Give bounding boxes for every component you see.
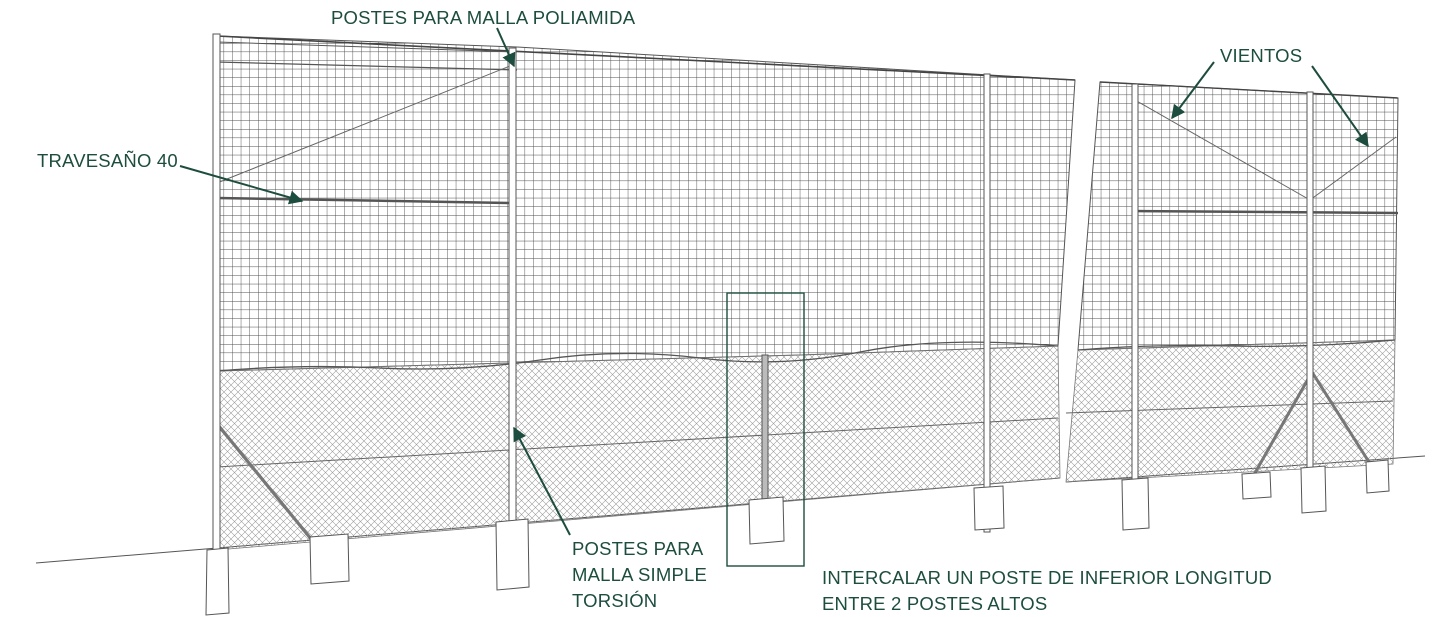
crossbar-right xyxy=(1132,209,1399,215)
label-postes-simple-line3: TORSIÓN xyxy=(572,590,658,611)
label-postes-poliamida: POSTES PARA MALLA POLIAMIDA xyxy=(331,5,635,31)
crossbar-left xyxy=(216,196,513,205)
footings xyxy=(205,459,1390,616)
post-tall-4 xyxy=(1131,83,1139,525)
arrow-travesano xyxy=(179,165,304,205)
label-intercalar-line1: INTERCALAR UN POSTE DE INFERIOR LONGITUD xyxy=(822,567,1272,588)
label-intercalar-line2: ENTRE 2 POSTES ALTOS xyxy=(822,593,1048,614)
polyamide-mesh-right xyxy=(1077,81,1399,351)
label-postes-simple-torsion: POSTES PARA MALLA SIMPLE TORSIÓN xyxy=(572,536,707,614)
label-intercalar: INTERCALAR UN POSTE DE INFERIOR LONGITUD… xyxy=(822,565,1272,617)
arrow-vientos-1 xyxy=(1171,61,1215,120)
post-tall-5 xyxy=(1306,91,1314,511)
guy-wire-1 xyxy=(1134,99,1311,201)
highlight-frame xyxy=(726,292,805,567)
arrow-poliamida xyxy=(496,27,516,68)
arrow-vientos-2 xyxy=(1311,65,1369,148)
chain-link-mesh-left xyxy=(216,345,1061,551)
post-tall-2 xyxy=(508,47,517,579)
label-postes-simple-line2: MALLA SIMPLE xyxy=(572,564,708,585)
label-vientos: VIENTOS xyxy=(1220,43,1302,69)
tension-wire-left xyxy=(216,417,1059,468)
post-tall-1 xyxy=(212,33,221,590)
label-vientos-text: VIENTOS xyxy=(1220,45,1303,66)
polyamide-mesh-left xyxy=(216,35,1076,372)
label-postes-poliamida-text: POSTES PARA MALLA POLIAMIDA xyxy=(331,7,636,28)
post-tall-3 xyxy=(983,73,991,533)
guy-wire-2 xyxy=(1309,136,1397,201)
label-travesano: TRAVESAÑO 40 xyxy=(37,148,178,174)
label-travesano-text: TRAVESAÑO 40 xyxy=(37,150,178,171)
label-postes-simple-line1: POSTES PARA xyxy=(572,538,704,559)
arrow-simple xyxy=(513,426,571,536)
